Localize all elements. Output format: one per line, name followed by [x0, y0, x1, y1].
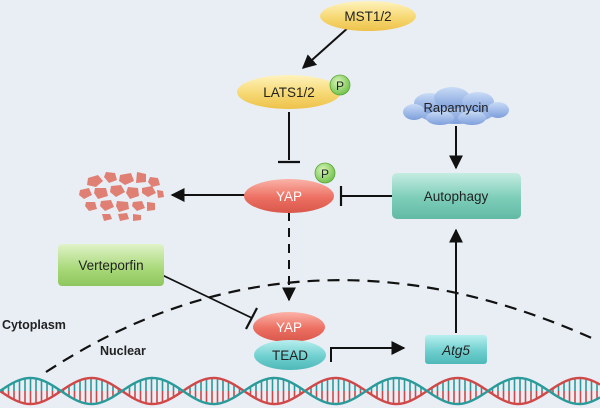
degraded-yap-fragments	[79, 172, 164, 221]
lats-node	[237, 75, 341, 109]
cytoplasm-label: Cytoplasm	[2, 318, 66, 332]
yap-phospho-badge	[314, 162, 336, 184]
yap-nuclear-label: YAP	[276, 320, 302, 335]
yap-nuclear-node	[253, 312, 325, 342]
dna-helix	[0, 376, 600, 406]
rapamycin-cloud	[403, 87, 509, 125]
arrow-tead-to-atg5	[330, 341, 406, 362]
autophagy-node	[392, 173, 521, 219]
atg5-label: Atg5	[441, 343, 470, 358]
verteporfin-node	[58, 244, 164, 286]
lats-phospho-badge	[329, 74, 351, 96]
nuclear-label: Nuclear	[100, 344, 146, 358]
autophagy-label: Autophagy	[424, 189, 489, 204]
yap-node	[244, 179, 334, 213]
yap-phospho-label: P	[321, 167, 329, 181]
lats-phospho-label: P	[336, 79, 344, 93]
lats-label: LATS1/2	[263, 85, 315, 100]
mst-node	[320, 1, 416, 31]
nuclear-envelope	[45, 279, 597, 373]
tead-node	[254, 340, 326, 370]
inhibit-verteporfin-to-yap	[159, 273, 253, 319]
dna-strand-red	[0, 376, 600, 406]
arrow-mst-to-lats	[301, 25, 351, 69]
tead-label: TEAD	[272, 348, 308, 363]
atg5-node	[425, 335, 487, 364]
rapamycin-label: Rapamycin	[423, 100, 488, 115]
mst-label: MST1/2	[344, 9, 391, 24]
inhibit-bar-verteporfin	[245, 307, 258, 330]
dna-strand-teal	[0, 376, 600, 406]
yap-label: YAP	[276, 189, 302, 204]
verteporfin-label: Verteporfin	[78, 258, 143, 273]
